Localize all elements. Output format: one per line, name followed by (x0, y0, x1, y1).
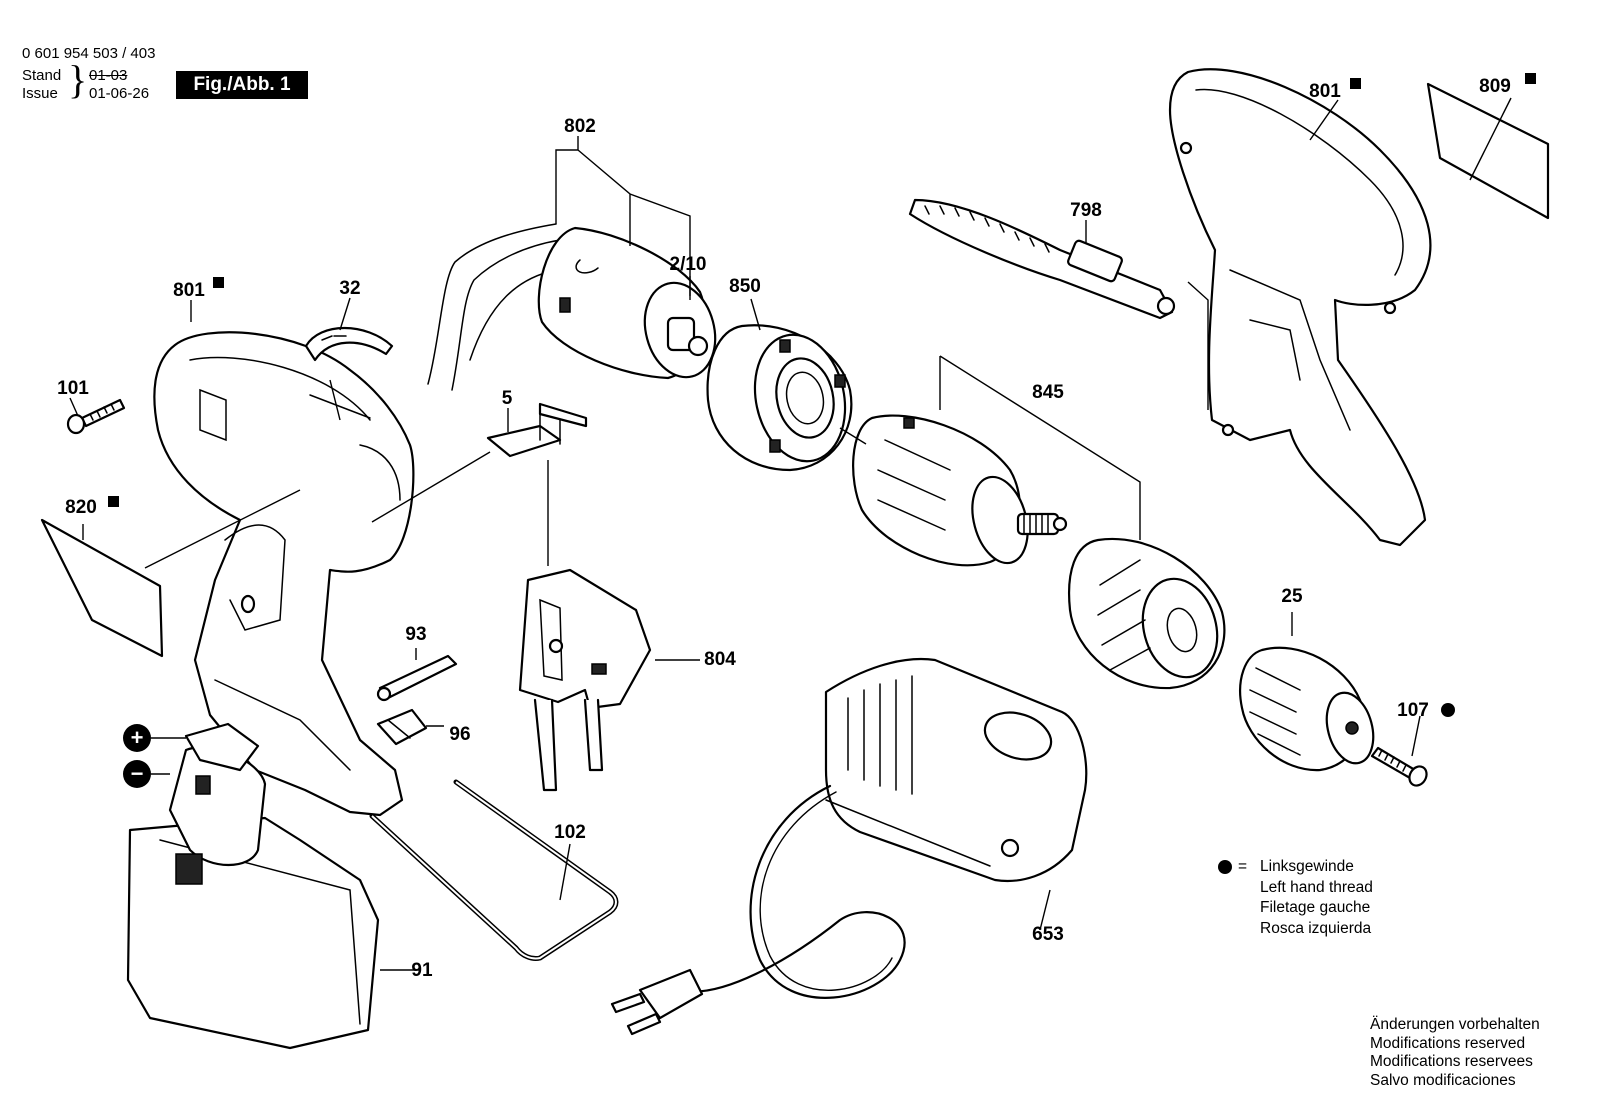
slider-part-5 (486, 402, 588, 458)
callout-91: 91 (411, 960, 433, 981)
callout-5: 5 (502, 388, 513, 409)
legend-equals: = (1238, 858, 1248, 875)
stand-label: Stand (22, 67, 62, 84)
clutch-sleeve (1068, 537, 1226, 690)
screw-part-101 (66, 398, 126, 435)
modifications-notice: Änderungen vorbehalten Modifications res… (1370, 1016, 1540, 1090)
motor-part-802 (427, 223, 717, 391)
leader-lines (69, 97, 1512, 971)
gearbox-part-845 (852, 414, 1068, 567)
callout-809: 809 (1479, 76, 1511, 97)
square-marker-icon (213, 277, 224, 288)
square-marker-icon (108, 496, 119, 507)
chuck-part-25 (1239, 646, 1375, 772)
plus-symbol-text: + (131, 725, 144, 750)
mods-line-es: Salvo modificaciones (1370, 1071, 1516, 1089)
callout-102: 102 (554, 822, 586, 843)
minus-symbol-text: − (131, 761, 144, 786)
battery-polarity-symbols: + − (123, 724, 186, 788)
legend-line-es: Rosca izquierda (1260, 919, 1372, 937)
part-number: 0 601 954 503 / 403 (22, 45, 156, 62)
left-thread-marker-icon (1441, 703, 1455, 717)
housing-half-part-801-left (153, 331, 415, 817)
label-part-820 (40, 518, 164, 658)
square-marker-icon (1525, 73, 1536, 84)
callout-845: 845 (1032, 382, 1064, 403)
callout-802: 802 (564, 116, 596, 137)
label-part-809 (1426, 82, 1550, 220)
callout-32: 32 (339, 278, 360, 299)
left-thread-dot-icon (1218, 860, 1232, 874)
callout-labels: 802 2/10 850 845 801 809 798 801 32 101 … (57, 73, 1536, 981)
callout-96: 96 (449, 724, 470, 745)
callout-804: 804 (704, 649, 736, 670)
stand-value: 01-03 (89, 67, 128, 84)
charger-part-653 (610, 658, 1088, 1036)
callout-2-10: 2/10 (670, 254, 707, 275)
figure-badge: Fig./Abb. 1 (176, 71, 308, 99)
callout-107: 107 (1397, 700, 1429, 721)
button-part-32 (304, 327, 394, 362)
legend-line-en: Left hand thread (1260, 878, 1373, 896)
issue-label: Issue (22, 85, 58, 102)
mods-line-en: Modifications reserved (1370, 1034, 1526, 1052)
battery-part-91 (126, 722, 380, 1050)
pin-part-93 (376, 654, 458, 702)
legend-lines: Linksgewinde Left hand thread Filetage g… (1260, 857, 1373, 939)
minus-symbol-icon (123, 760, 151, 788)
callout-801-top: 801 (1309, 81, 1341, 102)
clip-part-96 (376, 708, 428, 746)
callout-801-left: 801 (173, 280, 205, 301)
plus-symbol-icon (123, 724, 151, 752)
callout-93: 93 (405, 624, 426, 645)
legend-line-fr: Filetage gauche (1260, 899, 1371, 916)
mods-line-de: Änderungen vorbehalten (1370, 1016, 1540, 1033)
switch-part-804 (518, 568, 652, 792)
brace-icon: } (68, 57, 88, 102)
housing-half-part-801-right (1168, 68, 1432, 547)
callout-798: 798 (1070, 200, 1102, 221)
screw-part-107 (1370, 746, 1428, 787)
gear-ring-part-850 (706, 324, 853, 472)
hook-part-102 (369, 779, 619, 961)
mods-line-fr: Modifications reservees (1370, 1053, 1533, 1070)
legend-line-de: Linksgewinde (1260, 858, 1354, 875)
callout-850: 850 (729, 276, 761, 297)
square-marker-icon (1350, 78, 1361, 89)
belt-clip-part-798 (908, 198, 1176, 320)
issue-value: 01-06-26 (89, 85, 150, 102)
callout-820: 820 (65, 497, 97, 518)
callout-101: 101 (57, 378, 89, 399)
callout-653: 653 (1032, 924, 1064, 945)
callout-25: 25 (1281, 586, 1303, 607)
